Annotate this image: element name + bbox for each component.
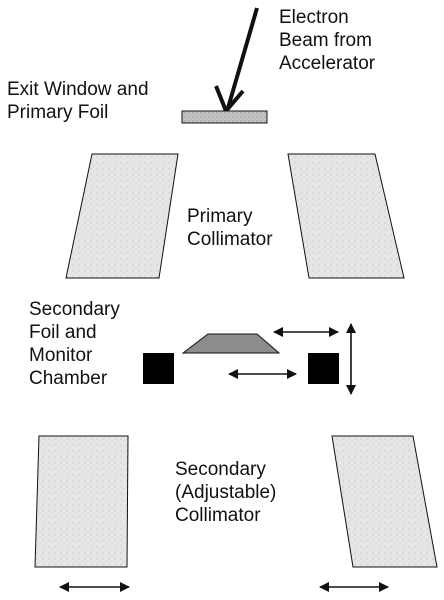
primary-collimator-left [65,153,179,279]
secondary-collimator-label: Secondary (Adjustable) Collimator [175,459,277,526]
secondary-collimator-right [331,435,438,568]
primary-collimator-label: Primary Collimator [187,206,273,250]
secondary-foil-label: Secondary Foil and Monitor Chamber [29,299,120,389]
exit-window-label: Exit Window and Primary Foil [7,79,149,123]
electron-beam-label: Electron Beam from Accelerator [279,7,376,74]
electron-beam-arrow [226,7,259,109]
primary-collimator-right [287,153,405,279]
exit-window-foil [181,110,268,124]
secondary-collimator-left [34,435,129,568]
monitor-chamber-right [308,353,339,384]
secondary-foil [181,333,281,354]
monitor-chamber-left [143,353,174,384]
